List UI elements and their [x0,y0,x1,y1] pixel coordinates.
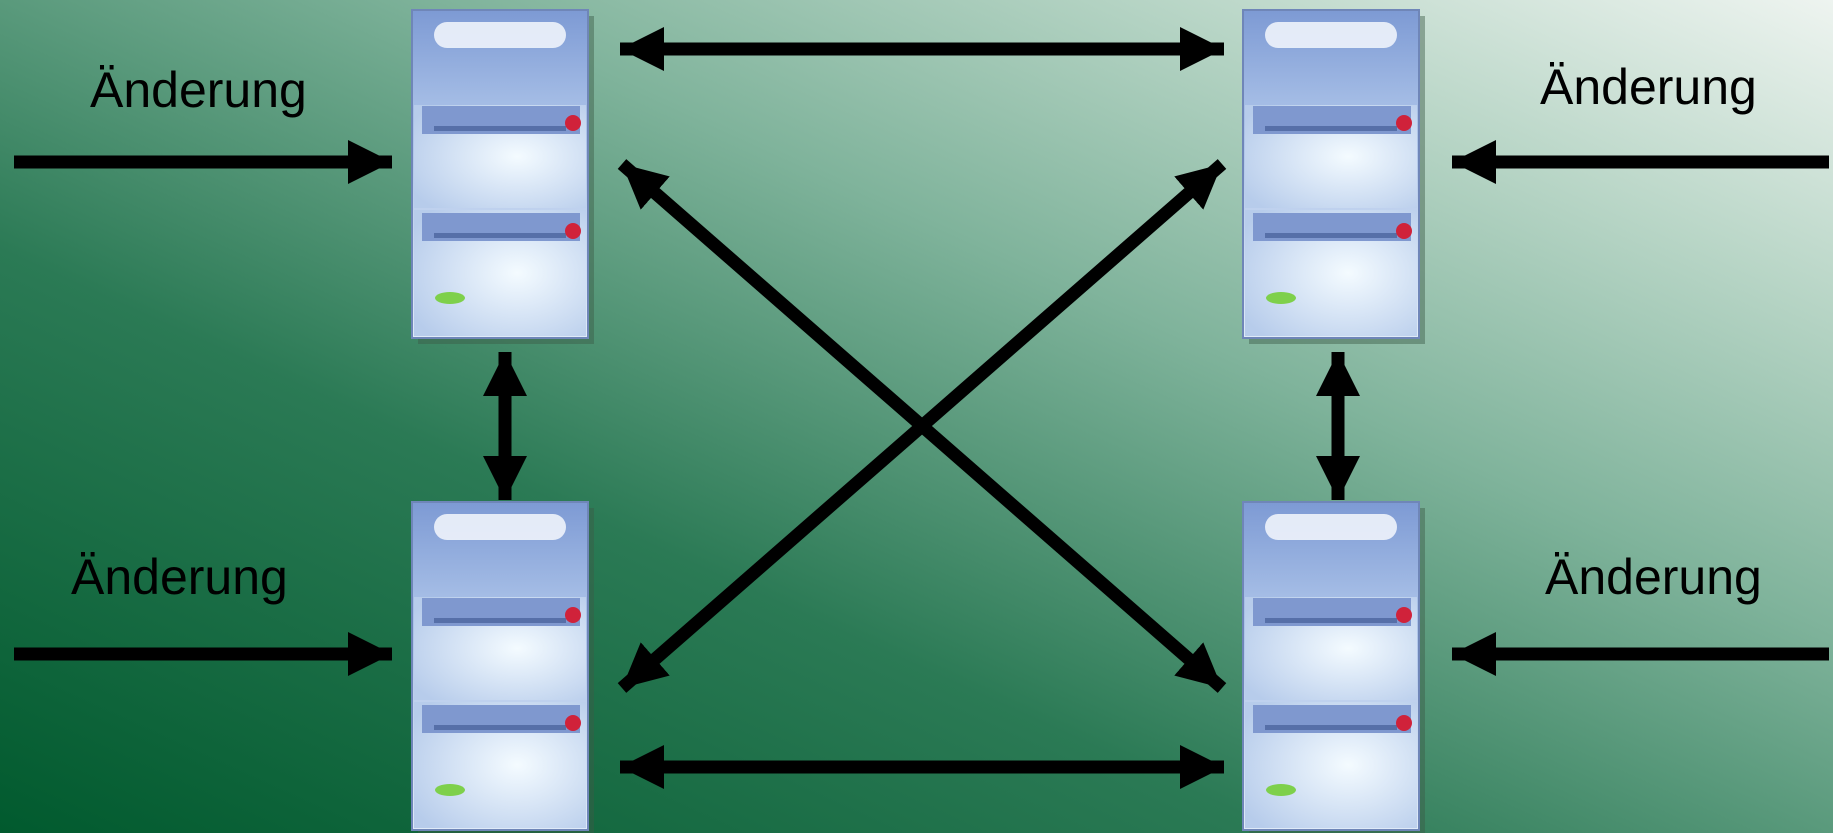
label-top-right: Änderung [1540,59,1757,115]
label-bottom-left: Änderung [71,549,288,605]
label-bottom-right: Änderung [1545,549,1762,605]
server-bottom-right [1242,501,1426,833]
label-top-left: Änderung [90,62,307,118]
server-top-right [1242,9,1426,345]
server-top-left [411,9,595,345]
server-bottom-left [411,501,595,833]
sync-arrow-diagonal-up [617,159,1227,693]
